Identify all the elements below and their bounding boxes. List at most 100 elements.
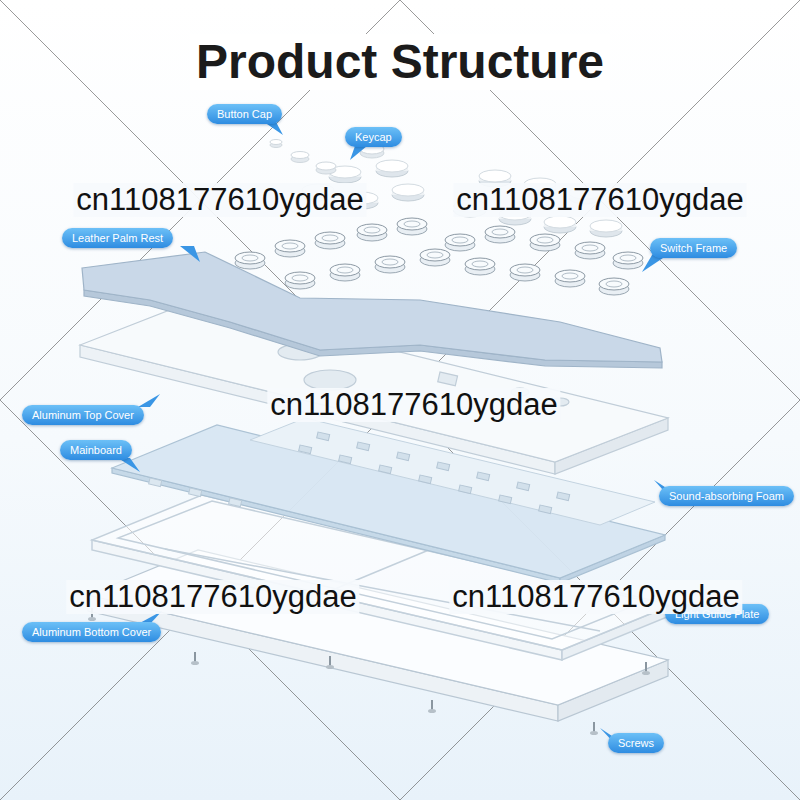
switch-frame-part-part [315, 232, 345, 244]
switch-frame-part-part [452, 237, 468, 243]
switch-frame-part-part [492, 229, 508, 235]
switch-frame-part-part [530, 234, 560, 246]
switch-frame-part [485, 226, 515, 243]
foam-sheet-part-part [477, 472, 490, 481]
watermark-text: cn1108177610ygdae [449, 580, 742, 614]
switch-frame-part-part [364, 227, 380, 233]
callout-text: Keycap [355, 130, 392, 144]
foam-sheet-part-part [149, 478, 162, 487]
callout-bubble: Sound-absorbing Foam [659, 486, 794, 506]
foam-sheet-part-part [459, 485, 472, 494]
switch-frame-part [397, 218, 427, 235]
button-cap-part [316, 162, 336, 170]
screw-part-part [645, 662, 647, 672]
switch-frame-part-part [517, 267, 533, 273]
switch-frame-part-part [337, 267, 353, 273]
keycap-part-part [544, 216, 576, 228]
switch-frame-part-part [599, 278, 629, 290]
switch-frame-part-part [562, 273, 578, 279]
foam-sheet-part-part [557, 492, 570, 501]
screw-part-part [88, 617, 96, 621]
watermark-text: cn1108177610ygdae [66, 580, 359, 614]
screw-part [326, 656, 334, 669]
keycap-part [544, 216, 576, 233]
switch-frame-part [315, 232, 345, 249]
screw-part-part [329, 656, 331, 666]
keycap-part-part [479, 170, 511, 182]
switch-frame-part [357, 224, 387, 241]
screw-part-part [191, 661, 199, 665]
foam-sheet-part-part [229, 498, 242, 507]
callout-text: Leather Palm Rest [72, 231, 163, 245]
switch-frame-part-part [382, 259, 398, 265]
switch-frame-part-part [357, 224, 387, 236]
foam-sheet-part-part [339, 455, 352, 464]
switch-frame-part [555, 270, 585, 287]
switch-frame-part [530, 234, 560, 251]
switch-frame-part [510, 264, 540, 281]
screw-part [428, 700, 436, 713]
switch-frame-part-part [404, 221, 420, 227]
screw-part [191, 652, 199, 665]
callout-bubble: Aluminum Top Cover [22, 405, 144, 425]
screw [88, 608, 650, 735]
foam-sheet-part-part [437, 462, 450, 471]
switch-frame-part [285, 272, 315, 289]
switch-frame-part-part [322, 235, 338, 241]
switch-frame-part-part [397, 218, 427, 230]
callout-text: Aluminum Bottom Cover [32, 625, 151, 639]
switch-frame-part [465, 258, 495, 275]
foam-sheet-part-part [539, 505, 552, 514]
callout-bubble: Button Cap [207, 104, 282, 124]
screw-part-part [326, 665, 334, 669]
switch-frame-part-part [242, 255, 258, 261]
switch-frame-part-part [465, 258, 495, 270]
switch-frame-part-part [445, 234, 475, 246]
switch-frame-part [613, 252, 643, 269]
callout-bubble: Aluminum Bottom Cover [22, 622, 161, 642]
switch-frame-part-part [620, 255, 636, 261]
switch-frame-part [235, 252, 265, 269]
foam-sheet-part-part [357, 442, 370, 451]
callout-tail-part [350, 146, 367, 160]
switch-frame-part-part [275, 240, 305, 252]
top-cover-part [438, 372, 458, 386]
foam-sheet-part-part [517, 482, 530, 491]
screw-part-part [593, 722, 595, 732]
switch-frame-part-part [330, 264, 360, 276]
watermark-text: cn1108177610ygdae [453, 183, 746, 217]
foam-sheet-part-part [419, 475, 432, 484]
callout-tail-part [138, 394, 160, 407]
keycap-part-part [590, 220, 622, 232]
screw-part-part [642, 671, 650, 675]
callout-bubble: Leather Palm Rest [62, 228, 173, 248]
callout-text: Sound-absorbing Foam [669, 489, 784, 503]
switch-frame-part-part [292, 275, 308, 281]
foam-sheet-part-part [379, 465, 392, 474]
switch-frame [235, 218, 643, 295]
switch-frame-part [330, 264, 360, 281]
switch-frame-part [420, 249, 450, 266]
foam-sheet-part [149, 478, 242, 507]
switch-frame-part-part [485, 226, 515, 238]
watermark-text: cn1108177610ygdae [73, 183, 366, 217]
switch-frame-part-part [575, 242, 605, 254]
callout-bubble: Switch Frame [650, 238, 737, 258]
top-cover-part [304, 370, 356, 390]
foam-sheet-part-part [189, 488, 202, 497]
screw-part-part [194, 652, 196, 662]
button-cap-part [270, 140, 282, 145]
switch-frame-part-part [427, 252, 443, 258]
callout-bubble: Keycap [345, 127, 402, 147]
switch-frame-part-part [555, 270, 585, 282]
switch-frame-part [375, 256, 405, 273]
palm-rest [82, 252, 662, 368]
switch-frame-part-part [613, 252, 643, 264]
switch-frame-part-part [510, 264, 540, 276]
keycap-part [376, 160, 408, 177]
callout-text: Aluminum Top Cover [32, 408, 134, 422]
foam-sheet-part-part [317, 432, 330, 441]
foam-sheet-part-part [499, 495, 512, 504]
